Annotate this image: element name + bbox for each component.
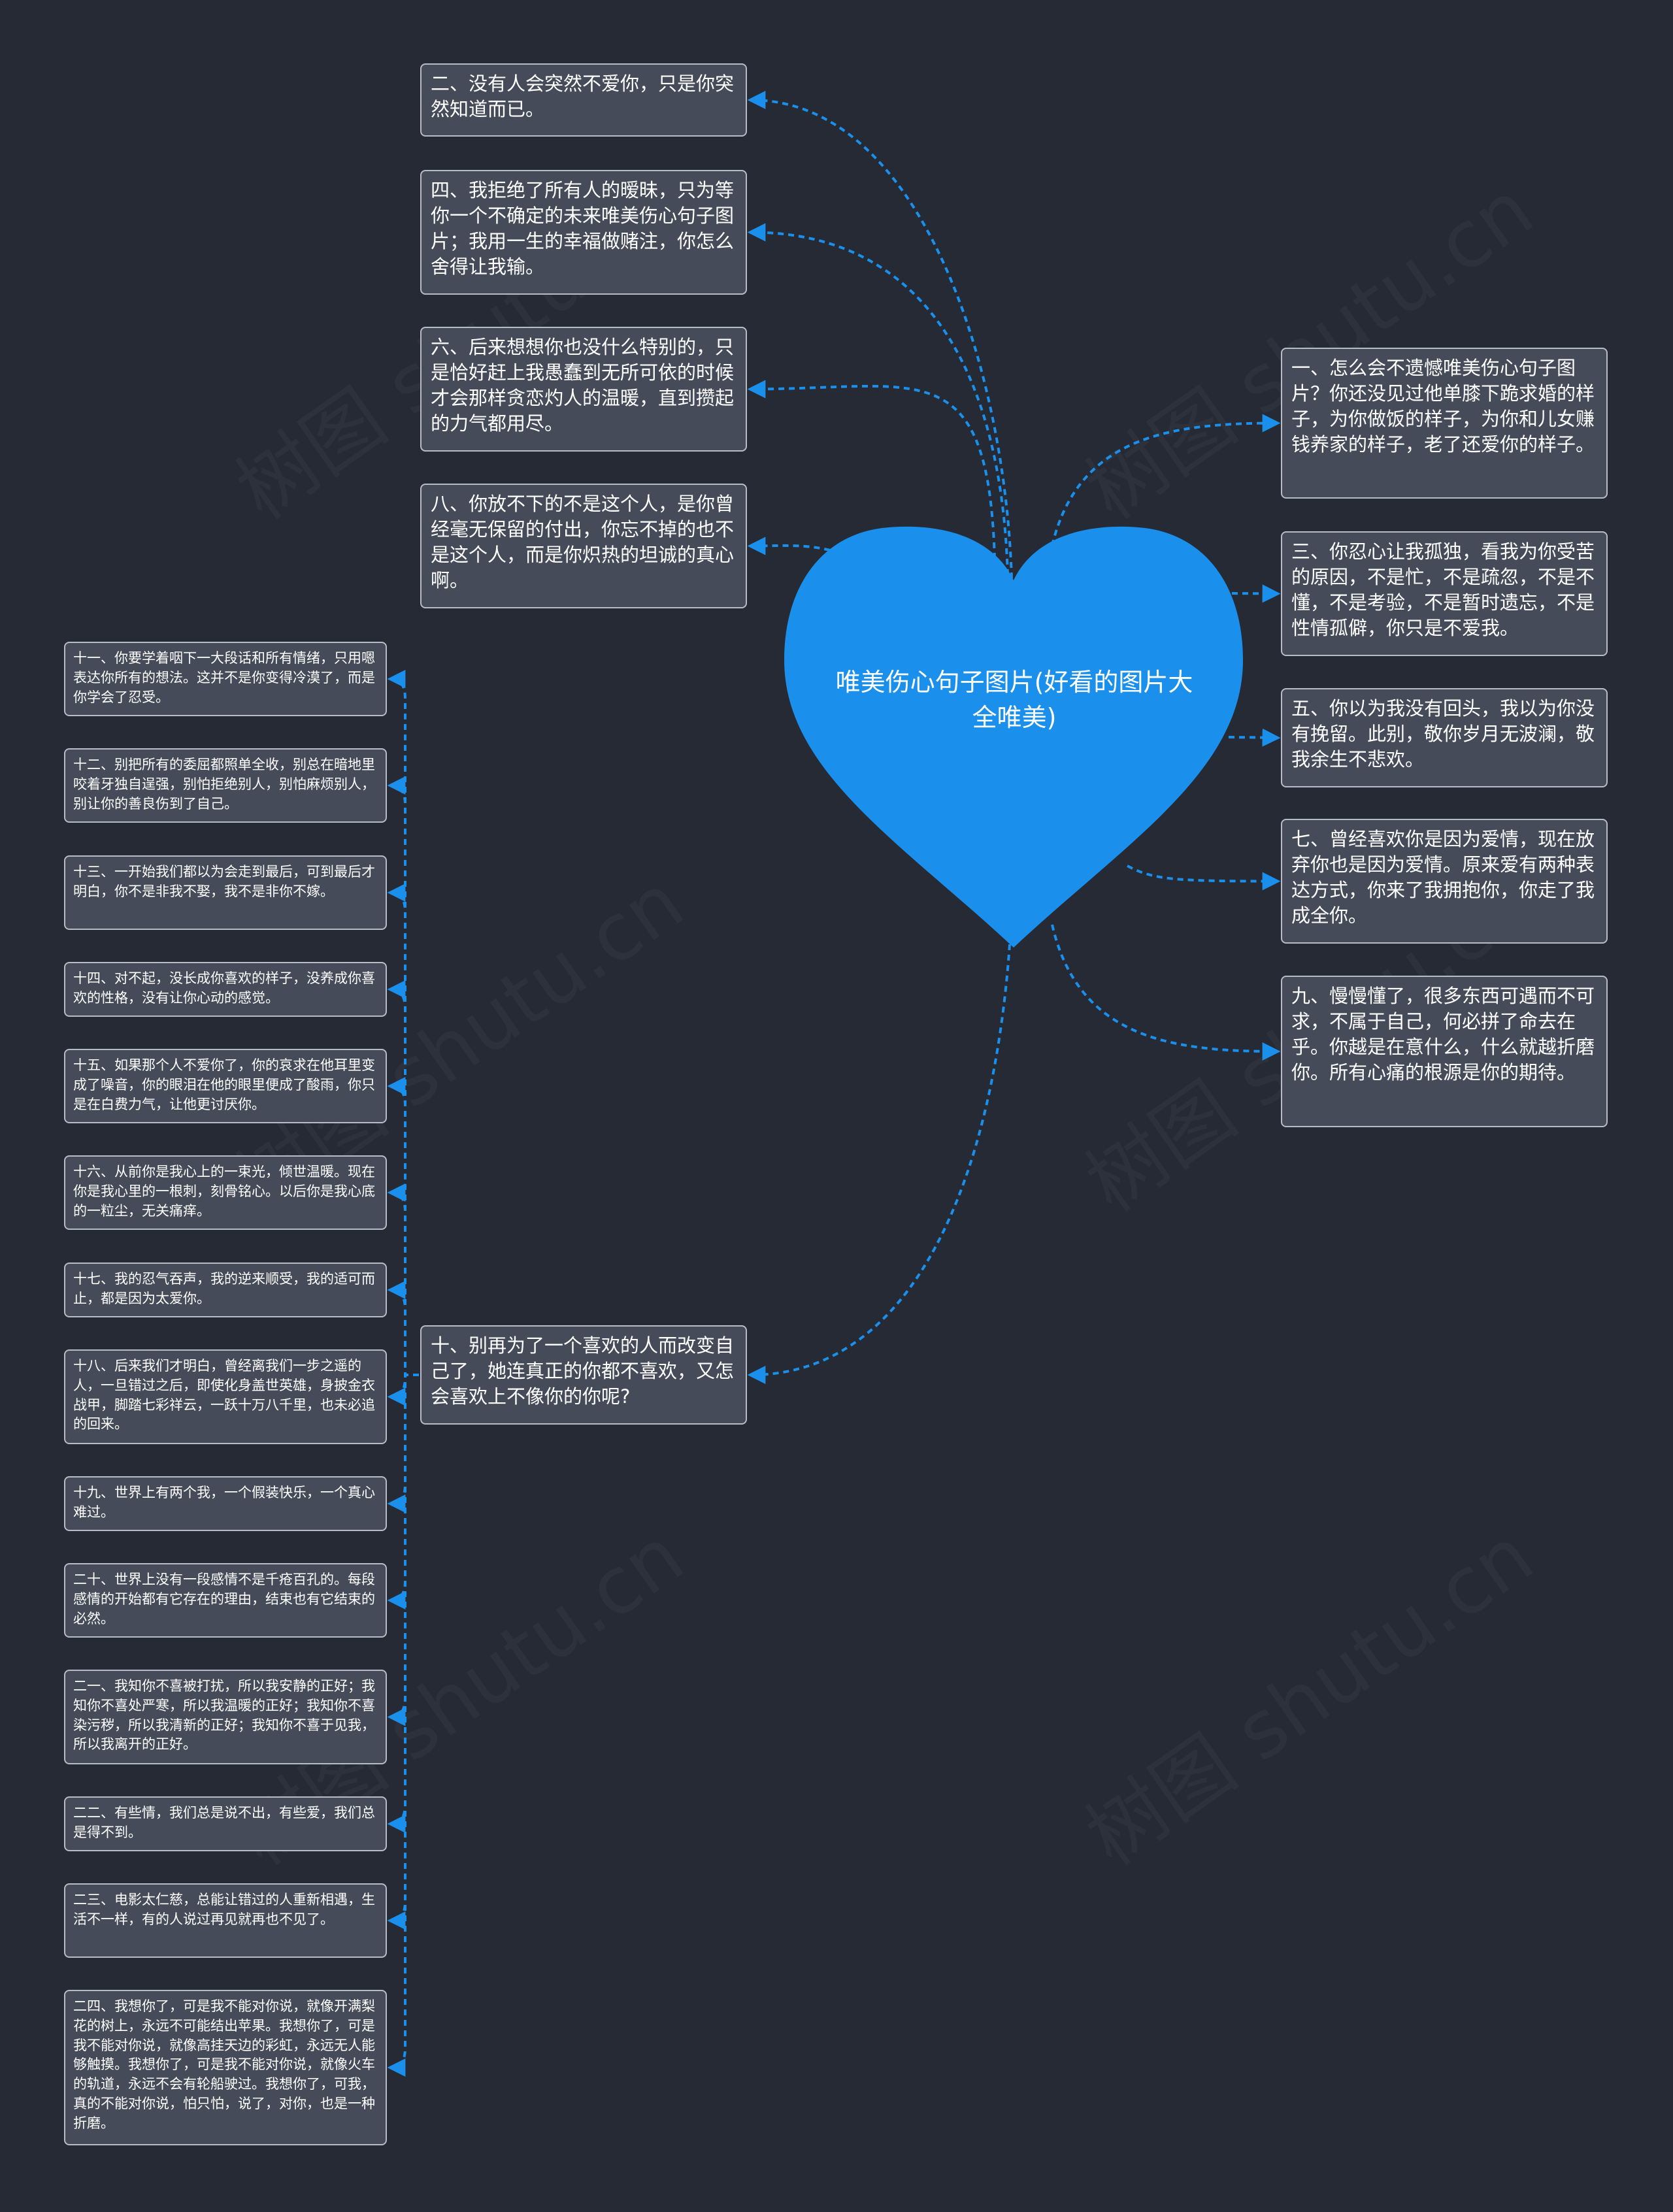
topic-node-4[interactable]: 四、我拒绝了所有人的暧昧，只为等你一个不确定的未来唯美伤心句子图片；我用一生的幸…: [420, 170, 747, 295]
connector-n15: [387, 1077, 419, 1376]
subtopic-node-12[interactable]: 十二、别把所有的委屈都照单全收，别总在暗地里咬着牙独自逞强，别怕拒绝别人，别怕麻…: [64, 748, 387, 823]
connector-n9: [1051, 924, 1281, 1061]
connector-n19: [387, 1374, 419, 1513]
topic-node-10[interactable]: 十、别再为了一个喜欢的人而改变自己了，她连真正的你都不喜欢，又怎会喜欢上不像你的…: [420, 1325, 747, 1425]
subtopic-node-14[interactable]: 十四、对不起，没长成你喜欢的样子，没养成你喜欢的性格，没有让你心动的感觉。: [64, 962, 387, 1017]
subtopic-node-22[interactable]: 二二、有些情，我们总是说不出，有些爱，我们总是得不到。: [64, 1796, 387, 1851]
root-topic-label[interactable]: 唯美伤心句子图片(好看的图片大全唯美): [835, 668, 1193, 732]
subtopic-node-17[interactable]: 十七、我的忍气吞声，我的逆来顺受，我的适可而止，都是因为太爱你。: [64, 1263, 387, 1317]
subtopic-node-16[interactable]: 十六、从前你是我心上的一束光，倾世温暖。现在你是我心里的一根刺，刻骨铭心。以后你…: [64, 1155, 387, 1230]
connector-n16: [387, 1183, 419, 1376]
topic-node-1[interactable]: 一、怎么会不遗憾唯美伤心句子图片？你还没见过他单膝下跪求婚的样子，为你做饭的样子…: [1281, 348, 1608, 499]
topic-node-2[interactable]: 二、没有人会突然不爱你，只是你突然知道而已。: [420, 63, 747, 137]
topic-node-7[interactable]: 七、曾经喜欢你是因为爱情，现在放弃你也是因为爱情。原来爱有两种表达方式，你来了我…: [1281, 819, 1608, 944]
subtopic-node-18[interactable]: 十八、后来我们才明白，曾经离我们一步之遥的人，一旦错过之后，即使化身盖世英雄，身…: [64, 1349, 387, 1444]
connector-n10: [747, 944, 1011, 1384]
subtopic-node-24[interactable]: 二四、我想你了，可是我不能对你说，就像开满梨花的树上，永远不可能结出苹果。我想你…: [64, 1990, 387, 2145]
subtopic-node-15[interactable]: 十五、如果那个人不爱你了，你的哀求在他耳里变成了噪音，你的眼泪在他的眼里便成了酸…: [64, 1049, 387, 1123]
connector-n4: [747, 223, 1009, 576]
subtopic-node-23[interactable]: 二三、电影太仁慈，总能让错过的人重新相遇，生活不一样，有的人说过再见就再也不见了…: [64, 1883, 387, 1958]
topic-node-3[interactable]: 三、你忍心让我孤独，看我为你受苦的原因，不是忙，不是疏忽，不是不懂，不是考验，不…: [1281, 531, 1608, 656]
topic-node-6[interactable]: 六、后来想想你也没什么特别的，只是恰好赶上我愚蠢到无所可依的时候才会那样贪恋灼人…: [420, 327, 747, 452]
connector-n2: [747, 91, 1013, 579]
subtopic-node-21[interactable]: 二一、我知你不喜被打扰，所以我安静的正好；我知你不喜处严寒，所以我温暖的正好；我…: [64, 1670, 387, 1764]
topic-node-5[interactable]: 五、你以为我没有回头，我以为你没有挽留。此别，敬你岁月无波澜，敬我余生不悲欢。: [1281, 688, 1608, 787]
connector-n3: [1231, 584, 1281, 603]
topic-node-9[interactable]: 九、慢慢懂了，很多东西可遇而不可求，不属于自己，何必拼了命去在乎。你越是在意什么…: [1281, 976, 1608, 1127]
subtopic-node-19[interactable]: 十九、世界上有两个我，一个假装快乐，一个真心难过。: [64, 1476, 387, 1531]
root-heart-shape[interactable]: [784, 526, 1243, 948]
connector-n5: [1228, 728, 1281, 747]
connector-n1: [1051, 414, 1281, 546]
subtopic-node-11[interactable]: 十一、你要学着咽下一大段话和所有情绪，只用嗯表达你所有的想法。这并不是你变得冷漠…: [64, 642, 387, 716]
connector-n8: [747, 536, 831, 555]
connector-n11: [387, 670, 419, 1376]
subtopic-node-13[interactable]: 十三、一开始我们都以为会走到最后，可到最后才明白，你不是非我不娶，我不是非你不嫁…: [64, 855, 387, 930]
connector-n14: [387, 980, 419, 1376]
connector-n6: [747, 380, 996, 559]
connector-n12: [387, 776, 419, 1376]
topic-node-8[interactable]: 八、你放不下的不是这个人，是你曾经毫无保留的付出，你忘不掉的也不是这个人，而是你…: [420, 484, 747, 608]
connector-n13: [387, 883, 419, 1376]
connector-n17: [387, 1281, 419, 1376]
connector-n24: [387, 1374, 419, 2077]
subtopic-node-20[interactable]: 二十、世界上没有一段感情不是千疮百孔的。每段感情的开始都有它存在的理由，结束也有…: [64, 1563, 387, 1638]
connector-n7: [1127, 865, 1281, 891]
